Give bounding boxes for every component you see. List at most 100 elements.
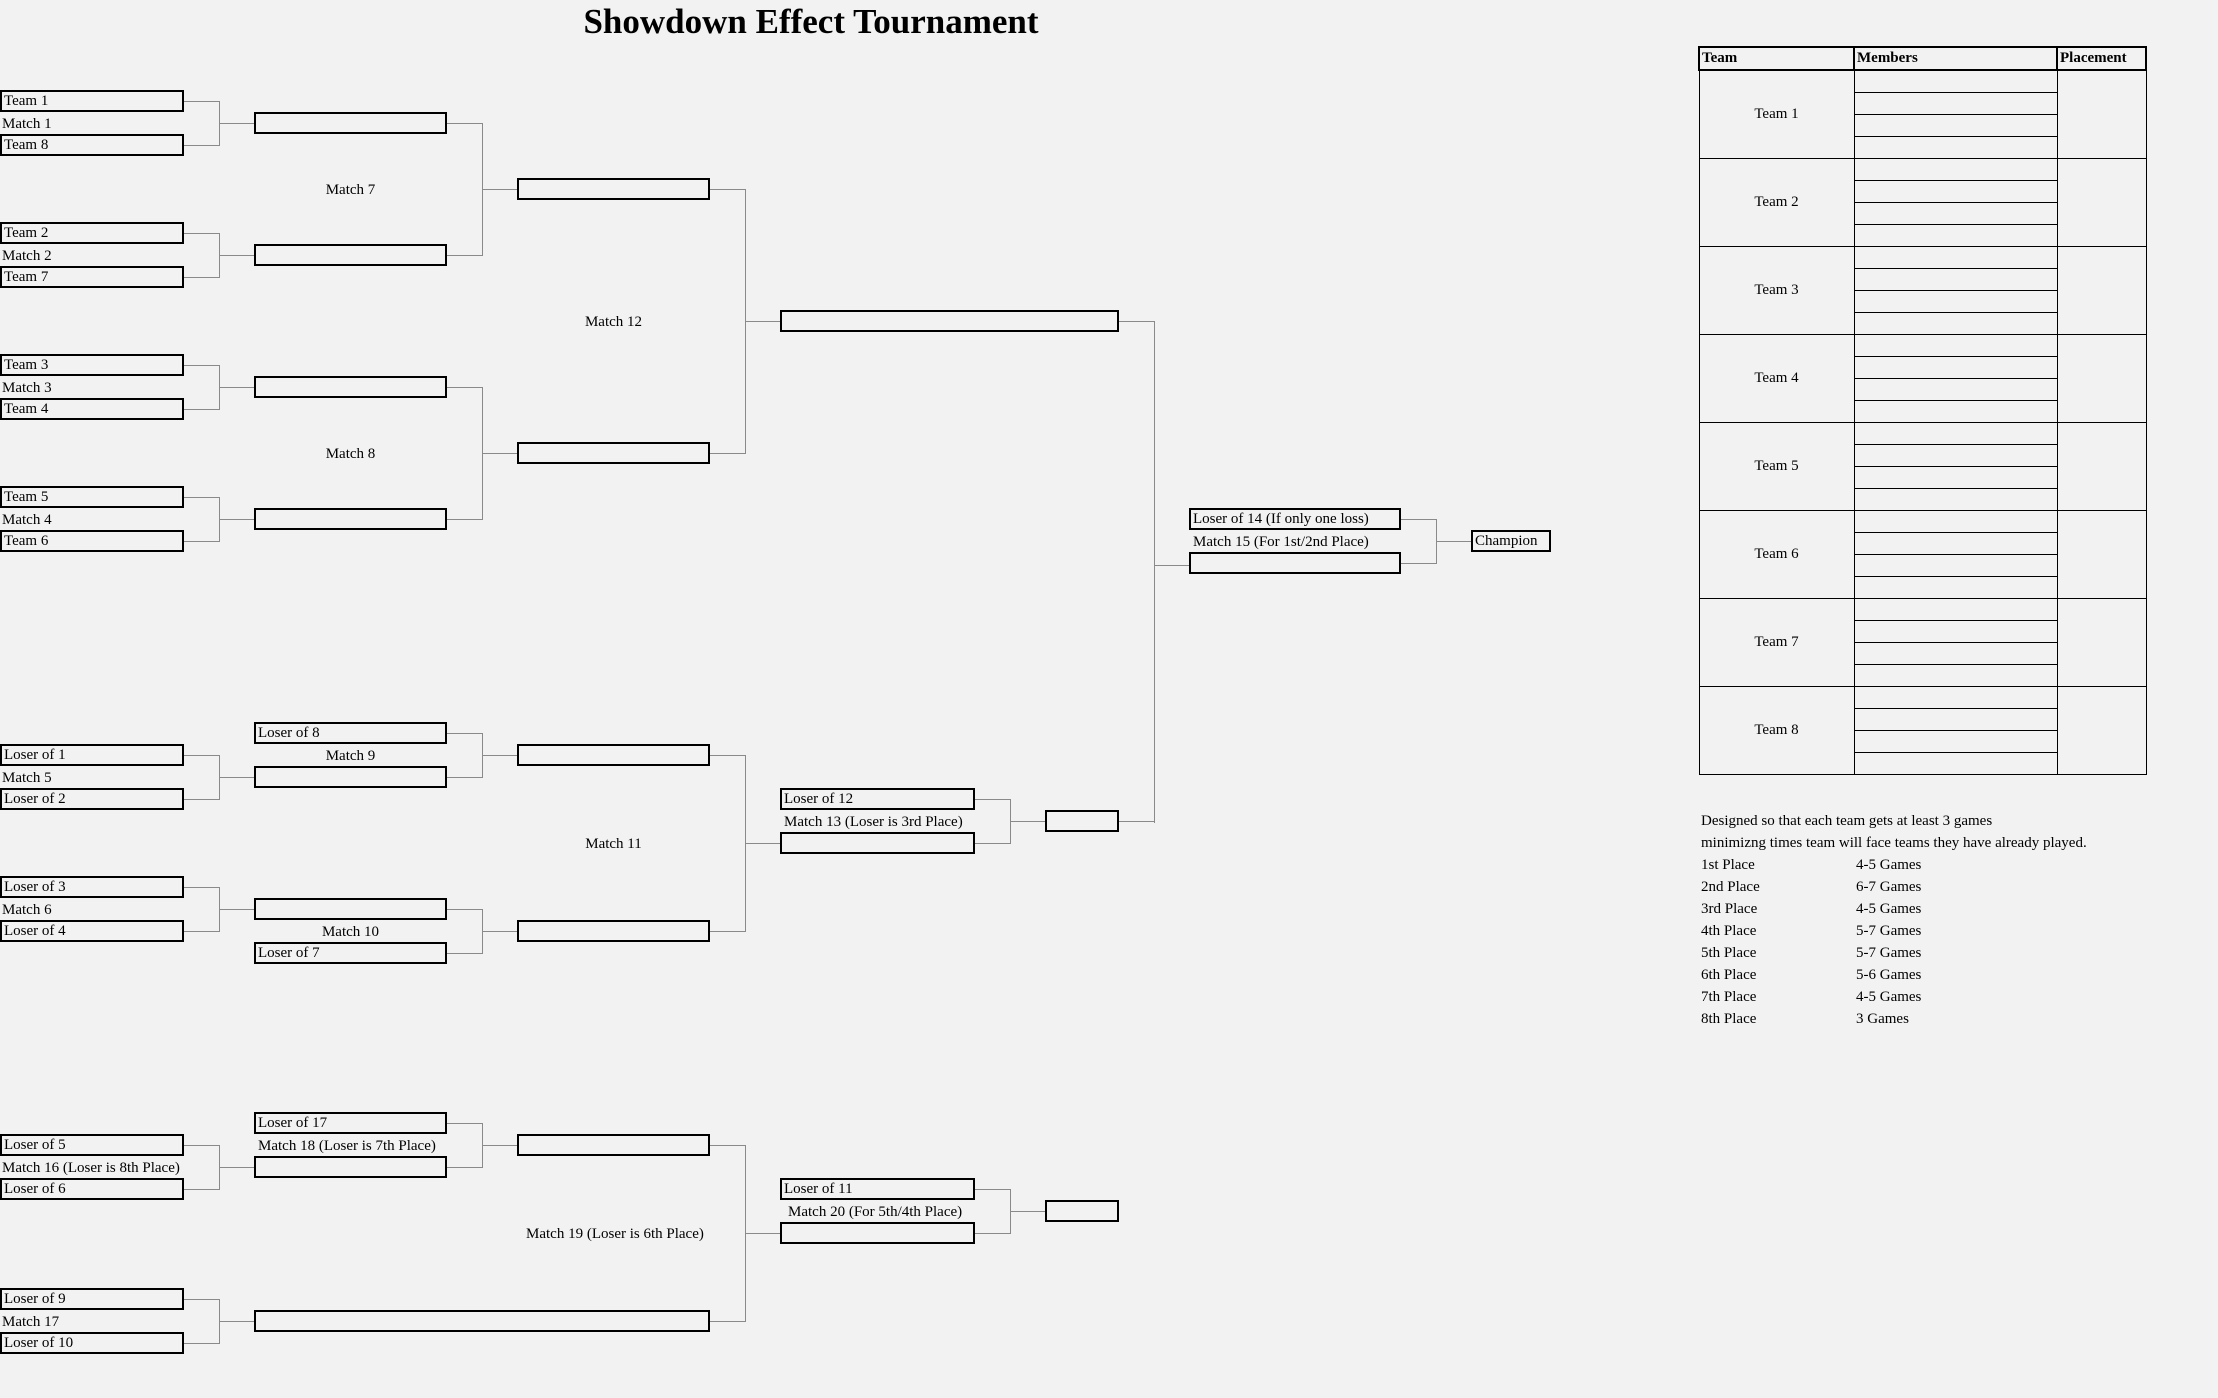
slot-loser-of-6[interactable]: Loser of 6 — [0, 1178, 184, 1200]
slot-winner-match-10[interactable] — [517, 920, 710, 942]
slot-loser-of-7[interactable]: Loser of 7 — [254, 942, 447, 964]
slot-team-3[interactable]: Team 3 — [0, 354, 184, 376]
slot-winner-match-19[interactable] — [780, 1222, 975, 1244]
member-cell[interactable] — [1853, 92, 2058, 115]
slot-winner-match-7[interactable] — [517, 178, 710, 200]
slot-loser-of-12[interactable]: Loser of 12 — [780, 788, 975, 810]
member-cell[interactable] — [1853, 708, 2058, 731]
slot-winner-match-18[interactable] — [517, 1134, 710, 1156]
placement-cell[interactable] — [2056, 598, 2147, 687]
placement-cell[interactable] — [2056, 510, 2147, 599]
slot-winner-match-6[interactable] — [254, 898, 447, 920]
slot-winner-match-3[interactable] — [254, 376, 447, 398]
connector — [184, 1145, 220, 1146]
connector — [184, 931, 220, 932]
slot-loser-of-5[interactable]: Loser of 5 — [0, 1134, 184, 1156]
slot-match-15-bottom[interactable] — [1189, 552, 1401, 574]
slot-team-5[interactable]: Team 5 — [0, 486, 184, 508]
slot-winner-match-17[interactable] — [254, 1310, 710, 1332]
member-cell[interactable] — [1853, 158, 2058, 181]
slot-winner-match-20[interactable] — [1045, 1200, 1119, 1222]
member-cell[interactable] — [1853, 69, 2058, 93]
slot-loser-of-3[interactable]: Loser of 3 — [0, 876, 184, 898]
connector — [184, 409, 220, 410]
slot-team-8[interactable]: Team 8 — [0, 134, 184, 156]
slot-winner-match-13[interactable] — [1045, 810, 1119, 832]
slot-loser-of-1[interactable]: Loser of 1 — [0, 744, 184, 766]
placement-cell[interactable] — [2056, 69, 2147, 159]
member-cell[interactable] — [1853, 686, 2058, 709]
member-cell[interactable] — [1853, 334, 2058, 357]
slot-team-2[interactable]: Team 2 — [0, 222, 184, 244]
slot-winner-match-12[interactable] — [780, 310, 1119, 332]
slot-champion[interactable]: Champion — [1471, 530, 1551, 552]
connector — [447, 1123, 483, 1124]
placement-cell[interactable] — [2056, 686, 2147, 775]
slot-team-7[interactable]: Team 7 — [0, 266, 184, 288]
member-cell[interactable] — [1853, 246, 2058, 269]
member-cell[interactable] — [1853, 752, 2058, 775]
placement-cell[interactable] — [2056, 334, 2147, 423]
placement-name: 2nd Place — [1701, 879, 1760, 895]
placement-name: 6th Place — [1701, 967, 1757, 983]
member-cell[interactable] — [1853, 554, 2058, 577]
member-cell[interactable] — [1853, 312, 2058, 335]
member-cell[interactable] — [1853, 378, 2058, 401]
placement-cell[interactable] — [2056, 158, 2147, 247]
member-cell[interactable] — [1853, 400, 2058, 423]
slot-loser-of-17[interactable]: Loser of 17 — [254, 1112, 447, 1134]
member-cell[interactable] — [1853, 532, 2058, 555]
slot-loser-of-2[interactable]: Loser of 2 — [0, 788, 184, 810]
member-cell[interactable] — [1853, 576, 2058, 599]
slot-loser-of-14[interactable]: Loser of 14 (If only one loss) — [1189, 508, 1401, 530]
member-cell[interactable] — [1853, 114, 2058, 137]
member-cell[interactable] — [1853, 620, 2058, 643]
member-cell[interactable] — [1853, 444, 2058, 467]
member-cell[interactable] — [1853, 136, 2058, 159]
member-cell[interactable] — [1853, 180, 2058, 203]
member-cell[interactable] — [1853, 664, 2058, 687]
slot-winner-match-11[interactable] — [780, 832, 975, 854]
placement-cell[interactable] — [2056, 246, 2147, 335]
slot-loser-of-11[interactable]: Loser of 11 — [780, 1178, 975, 1200]
connector — [1010, 821, 1046, 822]
slot-winner-match-16[interactable] — [254, 1156, 447, 1178]
slot-team-4[interactable]: Team 4 — [0, 398, 184, 420]
slot-winner-match-4[interactable] — [254, 508, 447, 530]
member-cell[interactable] — [1853, 268, 2058, 291]
connector — [1401, 519, 1437, 520]
member-cell[interactable] — [1853, 466, 2058, 489]
placement-cell[interactable] — [2056, 422, 2147, 511]
member-cell[interactable] — [1853, 202, 2058, 225]
slot-winner-match-8[interactable] — [517, 442, 710, 464]
slot-loser-of-4[interactable]: Loser of 4 — [0, 920, 184, 942]
slot-loser-of-10[interactable]: Loser of 10 — [0, 1332, 184, 1354]
slot-winner-match-9[interactable] — [517, 744, 710, 766]
slot-winner-match-1[interactable] — [254, 112, 447, 134]
placement-games: 4-5 Games — [1856, 989, 1922, 1005]
slot-loser-of-9[interactable]: Loser of 9 — [0, 1288, 184, 1310]
slot-team-1[interactable]: Team 1 — [0, 90, 184, 112]
slot-team-6[interactable]: Team 6 — [0, 530, 184, 552]
member-cell[interactable] — [1853, 290, 2058, 313]
member-cell[interactable] — [1853, 422, 2058, 445]
placement-name: 8th Place — [1701, 1011, 1757, 1027]
connector — [447, 255, 483, 256]
member-cell[interactable] — [1853, 598, 2058, 621]
member-cell[interactable] — [1853, 356, 2058, 379]
member-cell[interactable] — [1853, 730, 2058, 753]
connector — [219, 1321, 255, 1322]
slot-winner-match-5[interactable] — [254, 766, 447, 788]
roster-team-name: Team 4 — [1698, 334, 1855, 423]
member-cell[interactable] — [1853, 488, 2058, 511]
connector — [482, 189, 518, 190]
roster-team-name: Team 8 — [1698, 686, 1855, 775]
member-cell[interactable] — [1853, 642, 2058, 665]
member-cell[interactable] — [1853, 224, 2058, 247]
roster-row: Team 5 — [1698, 422, 2147, 511]
header-members: Members — [1853, 46, 2058, 71]
slot-winner-match-2[interactable] — [254, 244, 447, 266]
member-cell[interactable] — [1853, 510, 2058, 533]
slot-loser-of-8[interactable]: Loser of 8 — [254, 722, 447, 744]
roster-team-name: Team 6 — [1698, 510, 1855, 599]
